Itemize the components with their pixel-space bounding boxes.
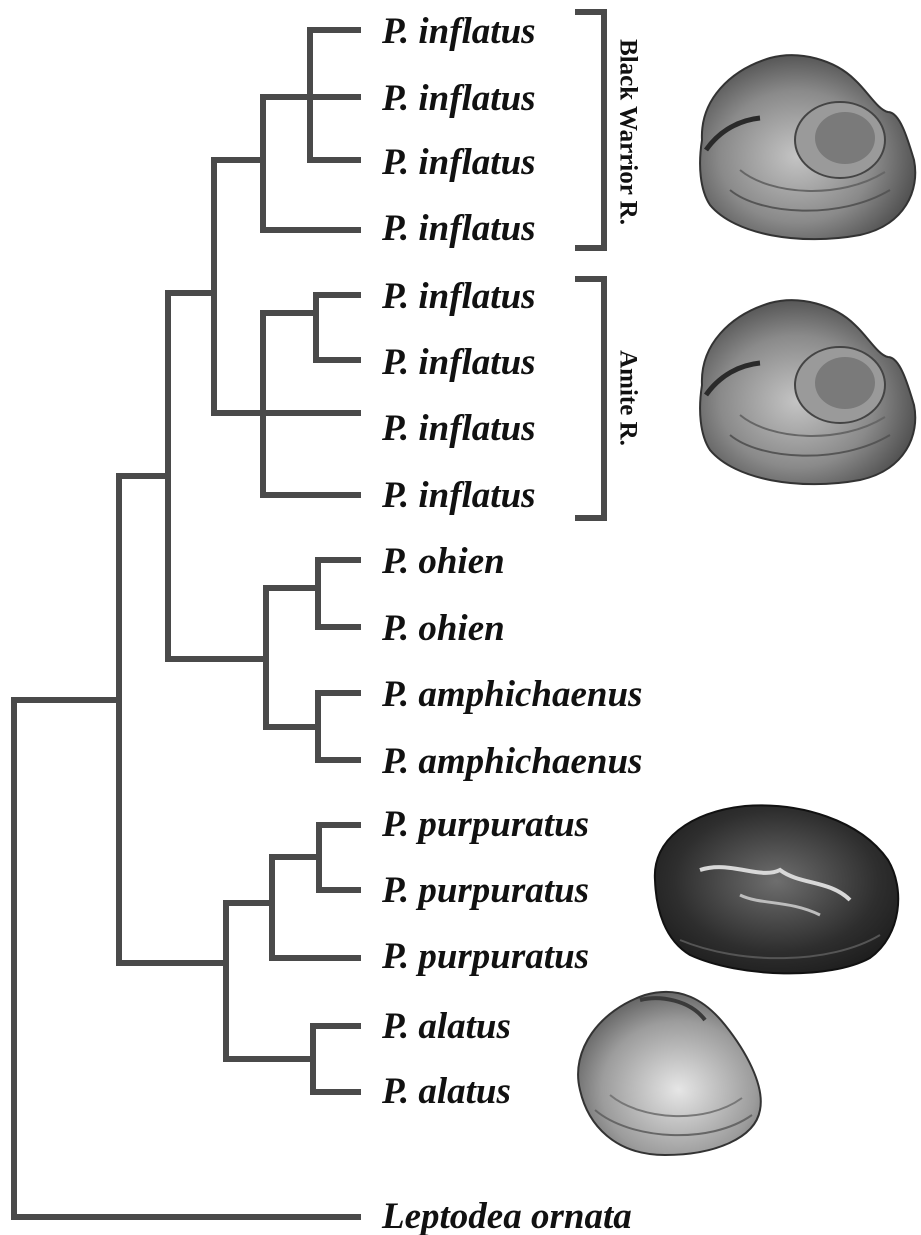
group-label-black-warrior: Black Warrior R. (614, 39, 641, 225)
taxon-label: P. inflatus (381, 342, 536, 383)
branch (318, 693, 358, 760)
taxon-label: P. ohien (381, 541, 505, 582)
branch (310, 30, 358, 160)
taxon-label: P. inflatus (381, 408, 536, 449)
taxon-label: P. inflatus (381, 78, 536, 119)
branch (266, 588, 318, 727)
tree-branches (14, 30, 358, 1217)
taxon-label: P. inflatus (381, 11, 536, 52)
taxon-label: P. alatus (381, 1071, 511, 1112)
shell-inflatus-amite (700, 300, 915, 484)
taxon-label: P. alatus (381, 1006, 511, 1047)
branch (214, 160, 263, 413)
taxon-label: P. inflatus (381, 475, 536, 516)
branch (119, 476, 226, 963)
outgroup-label: Leptodea ornata (381, 1196, 632, 1235)
taxon-label: P. amphichaenus (381, 741, 642, 782)
amite-bracket (578, 279, 604, 518)
taxon-label: P. purpuratus (381, 870, 589, 911)
group-brackets (578, 12, 604, 518)
branch (272, 857, 358, 958)
taxon-label: P. ohien (381, 608, 505, 649)
taxon-label: P. amphichaenus (381, 674, 642, 715)
branch (316, 295, 358, 360)
branch (318, 560, 358, 627)
group-label-amite: Amite R. (614, 350, 641, 446)
taxon-label: P. purpuratus (381, 804, 589, 845)
taxon-label: P. inflatus (381, 208, 536, 249)
taxon-label: P. purpuratus (381, 936, 589, 977)
taxon-label: P. inflatus (381, 142, 536, 183)
shell-purpuratus (655, 805, 898, 973)
taxon-label: P. inflatus (381, 276, 536, 317)
black-warrior-bracket (578, 12, 604, 248)
shell-alatus (578, 992, 761, 1155)
branch (263, 313, 358, 495)
branch (313, 1026, 358, 1092)
shell-inflatus-black-warrior (700, 55, 915, 239)
branch (319, 825, 358, 890)
